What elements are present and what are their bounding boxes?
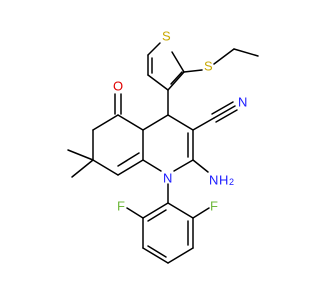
fluorine-atom-right: F — [210, 199, 218, 214]
amino-hydrogen-count: 2 — [229, 177, 234, 187]
bond — [142, 114, 169, 131]
bond — [192, 207, 210, 219]
bond — [233, 48, 259, 57]
bond — [92, 114, 119, 131]
nitrile-nitrogen-atom: N — [238, 95, 247, 110]
bond — [117, 114, 144, 131]
bond — [117, 152, 140, 167]
bond — [167, 114, 194, 131]
bond — [67, 149, 94, 161]
bond — [71, 159, 94, 178]
ring-nitrogen-atom: N — [163, 171, 172, 186]
molecule-structure: S S O N N H 2 N F F — [67, 29, 259, 264]
amino-nitrogen-atom: N — [209, 173, 218, 188]
amino-hydrogen-label: H — [219, 173, 228, 188]
bond — [183, 69, 203, 73]
fluorine-atom-left: F — [117, 199, 125, 214]
bond — [147, 42, 161, 56]
oxygen-atom: O — [113, 79, 123, 94]
bond — [142, 247, 169, 264]
bonds — [67, 42, 259, 264]
bond — [167, 71, 185, 91]
bond — [213, 105, 236, 119]
sulfur-atom: S — [204, 59, 213, 74]
sulfur-atom: S — [162, 29, 171, 44]
bond — [211, 101, 234, 115]
bond — [117, 159, 144, 176]
bond — [167, 202, 194, 219]
bond — [170, 71, 183, 85]
bond — [215, 109, 238, 123]
bond — [167, 247, 194, 264]
bond — [142, 202, 169, 219]
bond — [213, 48, 235, 65]
bond — [173, 159, 194, 172]
atom-labels: S S O N N H 2 N F F — [113, 29, 247, 214]
bond — [147, 209, 167, 222]
bond — [92, 159, 119, 176]
bond — [126, 207, 144, 219]
bond — [147, 245, 167, 258]
bond — [192, 159, 209, 173]
bond — [147, 74, 169, 91]
bond — [192, 117, 215, 131]
bond — [171, 51, 185, 73]
bond — [142, 159, 162, 172]
